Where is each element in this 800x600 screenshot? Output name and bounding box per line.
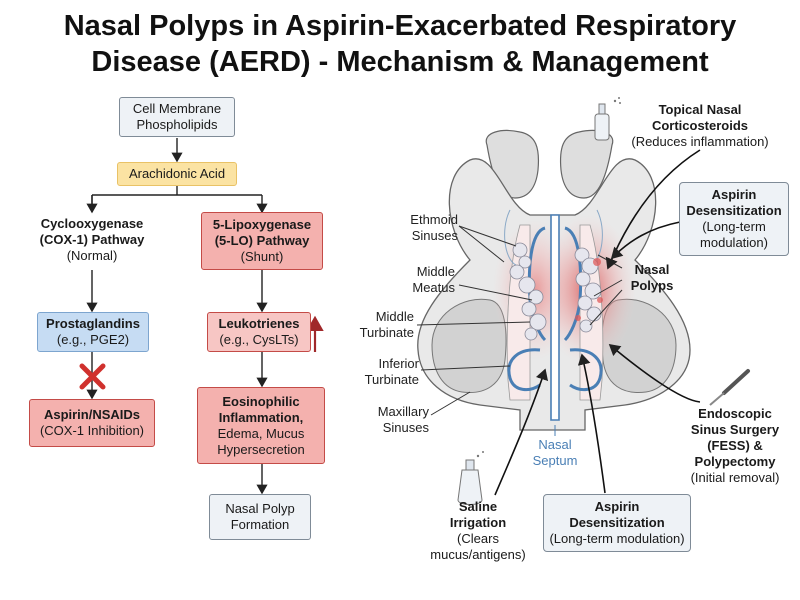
- topical-title-2: Corticosteroids: [651, 118, 749, 133]
- eosinophilic-sub-2: Hypersecretion: [217, 441, 305, 457]
- endoscope-icon: [709, 369, 750, 406]
- cox-sub: (Normal): [66, 248, 118, 263]
- inferior-turbinate-line-1: Inferior: [378, 356, 419, 371]
- topical-sub: (Reduces inflammation): [631, 134, 769, 149]
- nasal-polyps-label: Nasal Polyps: [622, 262, 682, 294]
- nasal-septum-label: Nasal Septum: [525, 437, 585, 469]
- nasal-polyp-formation-box: Nasal Polyp Formation: [209, 494, 311, 540]
- desens-bottom-title-1: Aspirin: [594, 499, 640, 514]
- endoscopic-title-4: Polypectomy: [694, 454, 776, 469]
- leukotrienes-title: Leukotrienes: [218, 316, 300, 331]
- leukotrienes-sub: (e.g., CysLTs): [219, 332, 299, 347]
- membrane-line-2: Phospholipids: [136, 117, 218, 132]
- aspirin-nsaids-sub: (COX-1 Inhibition): [39, 423, 145, 438]
- desens-top-title-1: Aspirin: [711, 187, 757, 202]
- maxillary-line-1: Maxillary: [377, 404, 429, 419]
- maxillary-line-2: Sinuses: [382, 420, 429, 435]
- eosinophilic-title-2: Inflammation,: [218, 409, 304, 425]
- eosinophilic-sub-1: Edema, Mucus: [217, 425, 305, 441]
- septum-line-2: Septum: [532, 453, 578, 468]
- desens-bottom-sub: (Long-term modulation): [549, 531, 685, 546]
- treatment-arrows: [494, 149, 701, 496]
- eosinophilic-box: Eosinophilic Inflammation, Edema, Mucus …: [197, 387, 325, 464]
- formation-line-1: Nasal Polyp: [225, 501, 295, 516]
- endoscopic-title-3: (FESS) &: [707, 438, 763, 453]
- ethmoid-line-1: Ethmoid: [410, 212, 458, 227]
- formation-line-2: Formation: [230, 517, 290, 532]
- title-line-2: Disease (AERD) - Mechanism & Management: [91, 46, 709, 78]
- desens-top-sub-2: modulation): [700, 235, 768, 250]
- endoscopic-title-2: Sinus Surgery: [690, 422, 780, 437]
- maxillary-sinuses-label: Maxillary Sinuses: [345, 404, 429, 436]
- aspirin-desensitization-bottom-box: Aspirin Desensitization (Long-term modul…: [543, 494, 691, 552]
- endoscopic-surgery-callout: Endoscopic Sinus Surgery (FESS) & Polype…: [678, 406, 792, 486]
- endoscopic-sub: (Initial removal): [690, 470, 780, 485]
- aspirin-nsaids-title: Aspirin/NSAIDs: [43, 407, 141, 422]
- ethmoid-line-2: Sinuses: [411, 228, 458, 243]
- desens-top-title-2: Desensitization: [686, 203, 782, 218]
- aspirin-nsaids-box: Aspirin/NSAIDs (COX-1 Inhibition): [29, 399, 155, 447]
- cox-title-1: Cyclooxygenase: [40, 216, 144, 231]
- topical-corticosteroids-callout: Topical Nasal Corticosteroids (Reduces i…: [620, 102, 780, 150]
- saline-irrigation-callout: Saline Irrigation (Clears mucus/antigens…: [428, 499, 528, 563]
- desens-top-sub-1: (Long-term: [702, 219, 766, 234]
- polyps-line-1: Nasal: [634, 262, 670, 277]
- inhibition-x-icon: [79, 363, 106, 390]
- inferior-turbinate-label: Inferior Turbinate: [335, 356, 419, 388]
- lox-sub: (Shunt): [240, 249, 284, 264]
- page-title: Nasal Polyps in Aspirin-Exacerbated Resp…: [0, 8, 800, 80]
- ethmoid-sinuses-label: Ethmoid Sinuses: [370, 212, 458, 244]
- middle-meatus-line-1: Middle: [416, 264, 455, 279]
- prostaglandins-box: Prostaglandins (e.g., PGE2): [37, 312, 149, 352]
- aspirin-desensitization-top-box: Aspirin Desensitization (Long-term modul…: [679, 182, 789, 256]
- middle-turbinate-line-2: Turbinate: [359, 325, 414, 340]
- septum-line-1: Nasal: [538, 437, 572, 452]
- cox-title-2: (COX-1) Pathway: [39, 232, 145, 247]
- eosinophilic-title-1: Eosinophilic: [222, 393, 300, 409]
- leukotrienes-box: Leukotrienes (e.g., CysLTs): [207, 312, 311, 352]
- cell-membrane-box: Cell Membrane Phospholipids: [119, 97, 235, 137]
- saline-title-1: Saline: [458, 499, 498, 514]
- arachidonic-label: Arachidonic Acid: [128, 166, 226, 181]
- middle-turbinate-label: Middle Turbinate: [330, 309, 414, 341]
- endoscopic-title-1: Endoscopic: [698, 406, 772, 421]
- polyps-line-2: Polyps: [630, 278, 674, 293]
- lox-pathway-box: 5-Lipoxygenase (5-LO) Pathway (Shunt): [201, 212, 323, 270]
- membrane-line-1: Cell Membrane: [132, 101, 222, 116]
- middle-turbinate-line-1: Middle: [375, 309, 414, 324]
- desens-bottom-title-2: Desensitization: [569, 515, 665, 530]
- title-line-1: Nasal Polyps in Aspirin-Exacerbated Resp…: [63, 10, 737, 42]
- prostaglandins-title: Prostaglandins: [46, 316, 140, 331]
- cox-pathway-label: Cyclooxygenase (COX-1) Pathway (Normal): [30, 216, 154, 264]
- lox-title-1: 5-Lipoxygenase: [212, 217, 312, 232]
- arachidonic-acid-box: Arachidonic Acid: [117, 162, 237, 186]
- saline-sub-2: mucus/antigens): [430, 547, 526, 562]
- saline-sub-1: (Clears: [457, 531, 499, 546]
- saline-bottle-icon: [457, 451, 484, 505]
- inferior-turbinate-line-2: Turbinate: [364, 372, 419, 387]
- middle-meatus-line-2: Meatus: [412, 280, 455, 295]
- lox-title-2: (5-LO) Pathway: [214, 233, 310, 248]
- saline-title-2: Irrigation: [449, 515, 507, 530]
- prostaglandins-sub: (e.g., PGE2): [56, 332, 130, 347]
- topical-title-1: Topical Nasal: [658, 102, 742, 117]
- middle-meatus-label: Middle Meatus: [370, 264, 455, 296]
- nasal-spray-icon: [594, 97, 621, 141]
